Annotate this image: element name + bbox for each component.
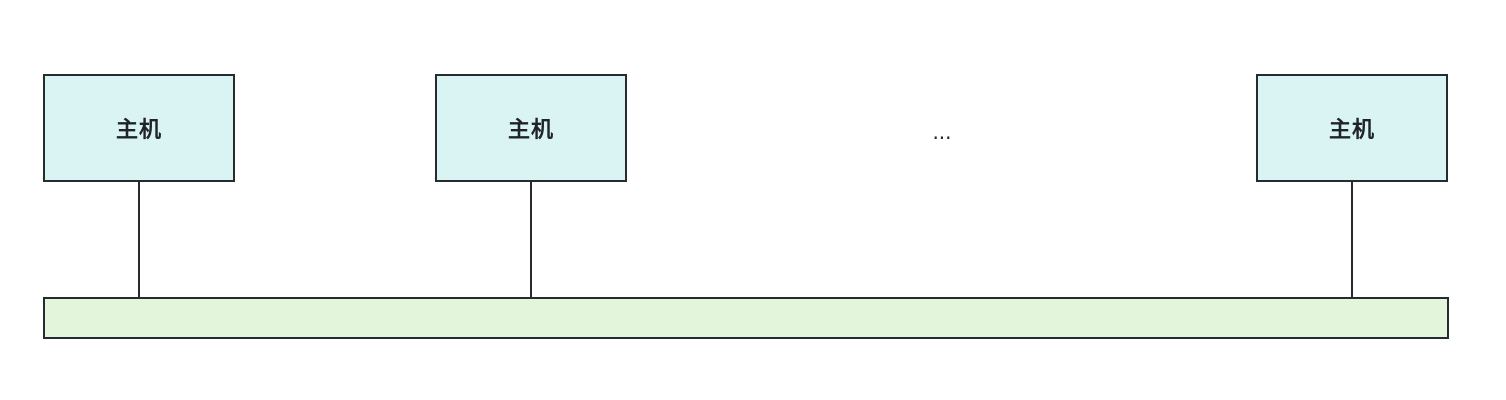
host-label: 主机 <box>1328 118 1375 143</box>
host-connector <box>1351 182 1353 298</box>
host-label: 主机 <box>115 118 162 143</box>
host-node: 主机 <box>43 74 235 182</box>
shared-bus <box>43 297 1449 339</box>
host-connector <box>530 182 532 298</box>
ellipsis-label: ... <box>932 120 952 144</box>
host-label: 主机 <box>507 118 554 143</box>
host-node: 主机 <box>1256 74 1448 182</box>
host-node: 主机 <box>435 74 627 182</box>
host-connector <box>138 182 140 298</box>
